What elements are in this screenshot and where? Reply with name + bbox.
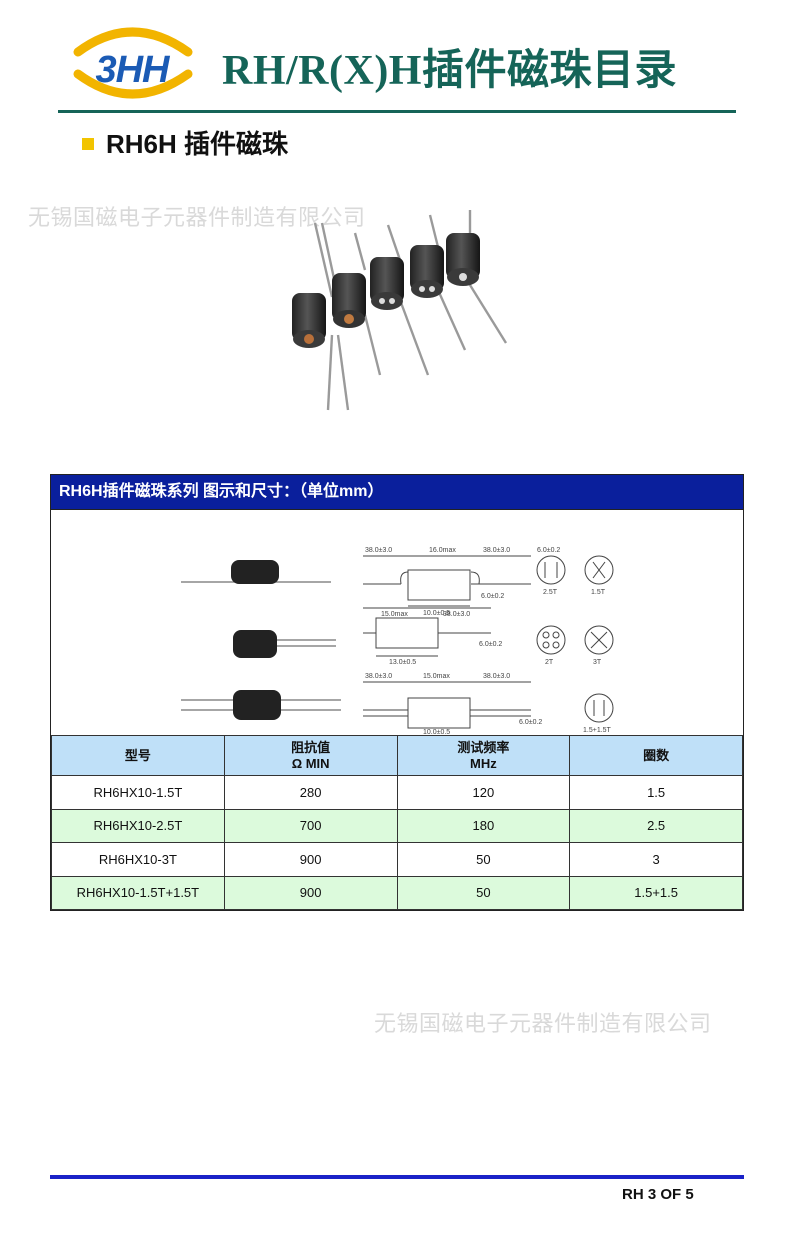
dim-label: 1.5+1.5T xyxy=(583,727,612,734)
dim-label: 13.0±0.5 xyxy=(389,659,416,666)
dim-label: 1.5T xyxy=(591,589,606,596)
cell-turns: 3 xyxy=(569,842,743,877)
cell-frequency: 180 xyxy=(396,808,571,843)
footer-divider xyxy=(50,1175,744,1179)
watermark-top: 无锡国磁电子元器件制造有限公司 xyxy=(28,205,366,230)
dim-label: 38.0±3.0 xyxy=(365,547,392,554)
dimension-drawings: 38.0±3.0 16.0max 38.0±3.0 10.0±0.5 6.0±0… xyxy=(51,509,743,736)
column-header-turns: 圈数 xyxy=(569,735,743,776)
cell-frequency: 50 xyxy=(396,842,571,877)
dim-label: 15.0max xyxy=(423,673,450,680)
catalog-title: RH/R(X)H插件磁珠目录 xyxy=(222,48,677,94)
cell-model: RH6HX10-3T xyxy=(51,842,225,877)
dim-label: 6.0±0.2 xyxy=(537,547,560,554)
product-photo xyxy=(292,210,508,411)
dim-label: 6.0±0.2 xyxy=(479,641,502,648)
cell-impedance: 280 xyxy=(223,775,398,810)
company-logo: 3HH xyxy=(73,27,193,99)
spec-panel: RH6H插件磁珠系列 图示和尺寸：（单位mm） xyxy=(50,474,744,911)
dim-label: 2T xyxy=(545,659,554,666)
column-header-model: 型号 xyxy=(51,735,225,776)
dim-label: 10.0±0.5 xyxy=(423,610,450,617)
dim-label: 38.0±3.0 xyxy=(483,547,510,554)
dim-label: 2.5T xyxy=(543,589,558,596)
dimension-drawing-svg: 38.0±3.0 16.0max 38.0±3.0 10.0±0.5 6.0±0… xyxy=(181,547,614,736)
table-row: RH6HX10-1.5T+1.5T 900 50 1.5+1.5 xyxy=(51,875,743,910)
cell-impedance: 900 xyxy=(223,842,398,877)
dim-label: 10.0±0.5 xyxy=(423,729,450,736)
dim-label: 6.0±0.2 xyxy=(481,593,504,600)
spec-panel-title: RH6H插件磁珠系列 图示和尺寸：（单位mm） xyxy=(51,475,743,509)
svg-text:3HH: 3HH xyxy=(95,49,171,91)
dim-label: 38.0±3.0 xyxy=(483,673,510,680)
cell-turns: 1.5+1.5 xyxy=(569,875,743,910)
cell-frequency: 50 xyxy=(396,875,571,910)
section-title: RH6H 插件磁珠 xyxy=(106,129,289,159)
cell-turns: 2.5 xyxy=(569,808,743,843)
dim-label: 38.0±3.0 xyxy=(365,673,392,680)
cell-impedance: 900 xyxy=(223,875,398,910)
table-row: RH6HX10-2.5T 700 180 2.5 xyxy=(51,808,743,843)
cell-model: RH6HX10-1.5T xyxy=(51,775,225,810)
dim-label: 38.0±3.0 xyxy=(443,611,470,618)
cell-impedance: 700 xyxy=(223,808,398,843)
cell-turns: 1.5 xyxy=(569,775,743,810)
cell-model: RH6HX10-1.5T+1.5T xyxy=(51,875,225,910)
dim-label: 15.0max xyxy=(381,611,408,618)
dim-label: 6.0±0.2 xyxy=(519,719,542,726)
header-divider xyxy=(58,110,736,113)
section-bullet-icon xyxy=(82,138,94,150)
cell-frequency: 120 xyxy=(396,775,571,810)
cell-model: RH6HX10-2.5T xyxy=(51,808,225,843)
table-row: RH6HX10-3T 900 50 3 xyxy=(51,842,743,877)
dim-label: 3T xyxy=(593,659,602,666)
watermark-bottom: 无锡国磁电子元器件制造有限公司 xyxy=(374,1011,712,1036)
dim-label: 16.0max xyxy=(429,547,456,554)
table-row: RH6HX10-1.5T 280 120 1.5 xyxy=(51,775,743,810)
page-number: RH 3 OF 5 xyxy=(622,1186,694,1203)
